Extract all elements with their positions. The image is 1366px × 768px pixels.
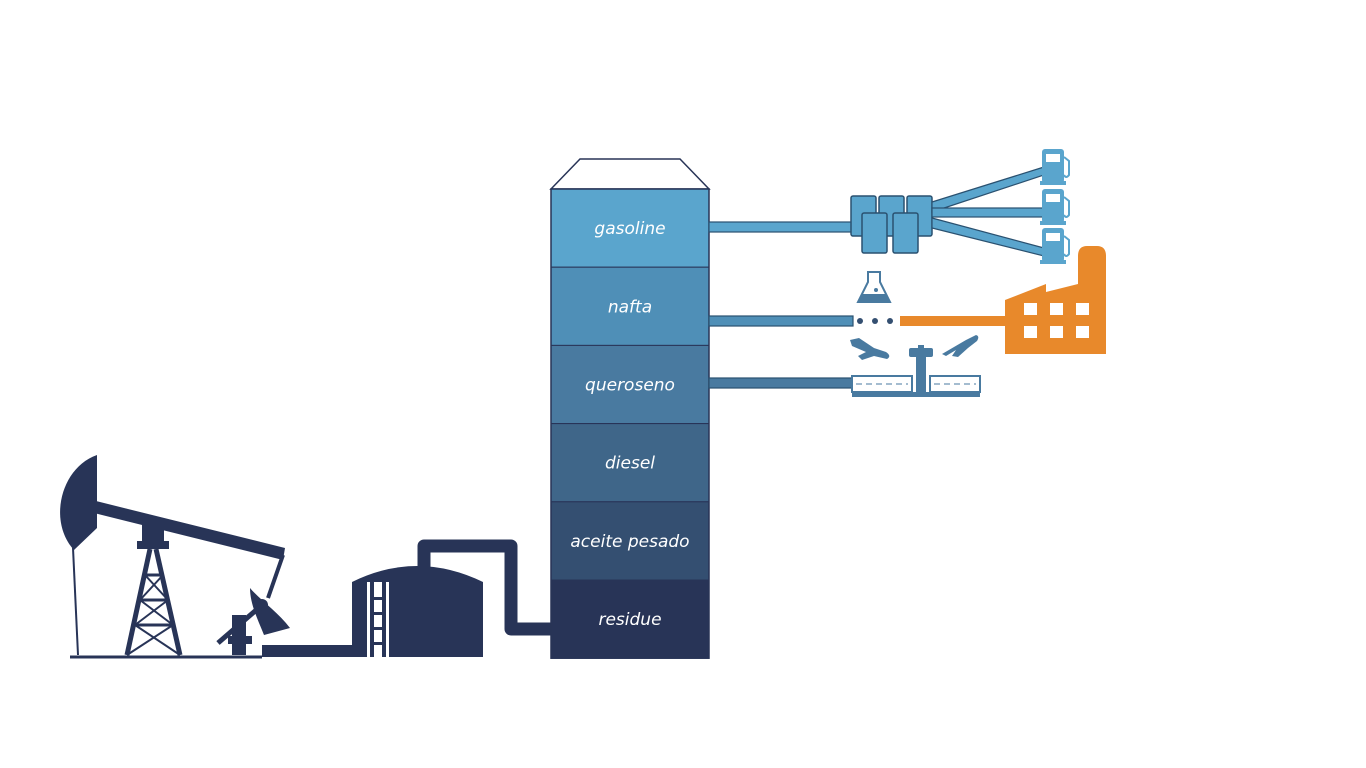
- column-segment-label: diesel: [605, 454, 655, 474]
- distillation-column: gasoline nafta queroseno diesel aceite pesad…: [549, 158, 711, 659]
- column-segment-queroseno: [550, 344, 710, 425]
- pipe-tank-column: [417, 539, 552, 636]
- fuel-pump-icon: [1040, 189, 1070, 225]
- airport-icon: [850, 335, 981, 397]
- column-segment-label: queroseno: [585, 376, 675, 396]
- fuel-pump-icon: [1040, 228, 1070, 264]
- column-border: [550, 188, 710, 659]
- column-segment-label: nafta: [608, 297, 652, 317]
- transfer-dots: [857, 318, 893, 324]
- gasoline-manifold: [850, 195, 933, 254]
- gasoline-distribution-lines: [931, 166, 1045, 257]
- column-segment-label: gasoline: [594, 219, 665, 239]
- factory-icon: [1005, 246, 1106, 354]
- column-segment-label: aceite pesado: [570, 532, 689, 552]
- column-segment-label: residue: [598, 610, 661, 630]
- storage-tank-icon: [352, 566, 483, 657]
- column-segment-residue: [550, 579, 710, 659]
- column-segment-aceite-pesado: [550, 501, 710, 581]
- fuel-pump-icon: [1040, 149, 1070, 185]
- outlet-pipes: [708, 221, 854, 389]
- column-cap: [549, 158, 711, 190]
- pipe-pumpjack-tank: [262, 645, 357, 657]
- lab-flask-icon: [856, 271, 892, 303]
- pipe-nafta-factory: [900, 316, 1008, 326]
- oil-pumpjack-icon: [60, 455, 290, 659]
